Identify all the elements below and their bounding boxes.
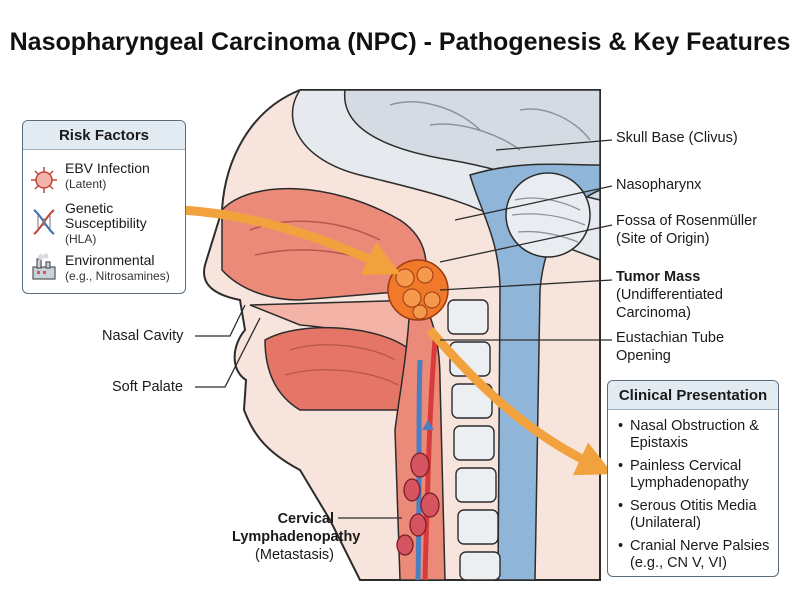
- factory-icon: [32, 253, 56, 280]
- label-nasal-cavity: Nasal Cavity: [102, 328, 184, 344]
- clinical-presentation-heading: Clinical Presentation: [608, 381, 778, 410]
- label-soft-palate: Soft Palate: [112, 379, 183, 395]
- virus-icon: [31, 167, 57, 193]
- clinical-item: Nasal Obstruction &Epistaxis: [618, 418, 778, 452]
- lymph-nodes: [396, 452, 440, 556]
- risk-factors-panel: Risk Factors EBV Infection (Latent) Gene…: [22, 120, 186, 294]
- clinical-item: Cranial Nerve Palsies(e.g., CN V, VI): [618, 538, 778, 572]
- label-nasopharynx: Nasopharynx: [616, 177, 702, 193]
- tumor-mass: [387, 259, 449, 321]
- presentation-arrow: [426, 327, 614, 476]
- blood-vessel: [422, 339, 438, 581]
- leader-nasal-cavity: [195, 304, 246, 337]
- vertebrae: [447, 299, 501, 581]
- leader-soft-palate: [195, 317, 261, 388]
- leader-skull-base: [495, 139, 613, 151]
- leader-nasopharynx: [454, 185, 613, 221]
- risk-arrow: [181, 205, 401, 275]
- risk-factor-genetic-detail: (HLA): [65, 232, 97, 246]
- label-fossa-of-rosenmuller: Fossa of Rosenmüller (Site of Origin): [616, 213, 758, 247]
- risk-factor-environmental-label: Environmental: [65, 252, 155, 268]
- leader-tumor: [439, 279, 613, 291]
- risk-factor-ebv-detail: (Latent): [65, 177, 107, 191]
- page-title: Nasopharyngeal Carcinoma (NPC) - Pathoge…: [9, 28, 791, 56]
- clinical-presentation-panel: Clinical Presentation Nasal Obstruction …: [607, 380, 779, 577]
- label-cervical-lymphadenopathy: Cervical Lymphadenopathy (Metastasis): [232, 511, 361, 563]
- risk-factor-ebv-label: EBV Infection: [65, 160, 150, 176]
- dna-icon: [33, 209, 55, 235]
- clinical-item: Serous Otitis Media(Unilateral): [618, 498, 778, 532]
- risk-factor-environmental-detail: (e.g., Nitrosamines): [65, 269, 170, 283]
- risk-factor-genetic-label: Genetic Susceptibility: [65, 200, 147, 231]
- label-skull-base: Skull Base (Clivus): [616, 130, 738, 146]
- leader-fossa: [439, 224, 613, 263]
- label-eustachian-tube: Eustachian Tube Opening: [616, 330, 725, 364]
- label-tumor-mass: Tumor Mass (Undifferentiated Carcinoma): [616, 269, 723, 321]
- risk-factors-heading: Risk Factors: [23, 121, 185, 150]
